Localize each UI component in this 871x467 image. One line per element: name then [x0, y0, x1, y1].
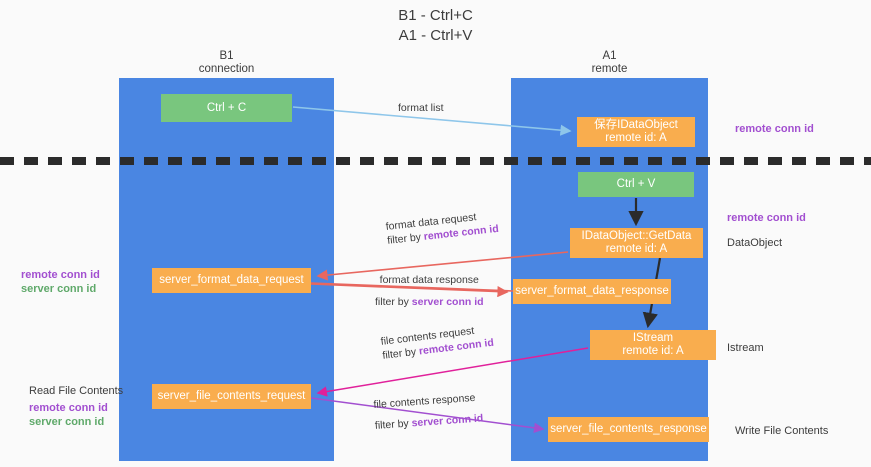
arrow-format-data-request [316, 251, 569, 281]
annotation-read-file-contents: Read File Contents [29, 384, 123, 398]
diagram-title: B1 - Ctrl+C A1 - Ctrl+V [0, 6, 871, 46]
box-ctrl-v-label: Ctrl + V [616, 178, 656, 190]
filter-prefix: filter by [375, 296, 412, 308]
arrow-format-data-response-tail [310, 282, 514, 292]
column-header-b1-name: B1 [219, 50, 234, 62]
annotation-remote-conn-id-text: remote conn id [21, 269, 100, 281]
box-server-file-contents-response-label: server_file_contents_response [550, 423, 707, 435]
box-ctrl-c-label: Ctrl + C [206, 101, 247, 114]
title-line-2: A1 - Ctrl+V [398, 27, 473, 44]
annotation-remote-conn-id-text: remote conn id [735, 123, 814, 135]
box-server-file-contents-request-label: server_file_contents_request [157, 390, 306, 402]
annotation-remote-conn-id-middle: remote conn id [727, 211, 806, 225]
arrow-format-list [292, 106, 572, 136]
box-istream-line1: IStream [632, 332, 674, 344]
annotation-write-file-contents: Write File Contents [735, 424, 828, 438]
box-server-file-contents-request[interactable]: server_file_contents_request [152, 384, 311, 409]
edge-label-format-data-response: format data response filter by server co… [375, 273, 484, 309]
title-line-1: B1 - Ctrl+C [398, 7, 473, 24]
box-server-file-contents-response[interactable]: server_file_contents_response [548, 417, 709, 442]
dashed-divider [0, 157, 871, 165]
annotation-read-file-contents-text: Read File Contents [29, 385, 124, 397]
box-server-format-data-request-label: server_format_data_request [159, 274, 304, 286]
column-header-a1: A1 remote [511, 50, 708, 76]
edge-label-format-data-response-filter: filter by server conn id [375, 295, 484, 309]
annotation-server-conn-id-text: server conn id [21, 283, 97, 295]
box-istream[interactable]: IStream remote id: A [590, 330, 716, 360]
box-server-format-data-request[interactable]: server_format_data_request [152, 268, 311, 293]
edge-label-format-list-text: format list [398, 102, 444, 114]
annotation-remote-conn-id-text: remote conn id [29, 402, 108, 414]
box-idataobject-getdata-line1: IDataObject::GetData [581, 230, 692, 242]
arrow-format-data-response [310, 283, 509, 298]
column-header-b1: B1 connection [119, 50, 334, 76]
box-istream-line2: remote id: A [622, 345, 684, 357]
annotation-conn-ids-middle: remote conn id server conn id [21, 268, 100, 296]
column-header-a1-role: remote [591, 63, 628, 75]
box-server-format-data-response[interactable]: server_format_data_response [513, 279, 671, 304]
annotation-dataobject-text: DataObject [727, 237, 783, 249]
annotation-server-conn-id-text: server conn id [29, 416, 105, 428]
filter-key-server-conn-id: server conn id [411, 296, 484, 308]
box-save-idataobject-line2: remote id: A [605, 132, 667, 144]
annotation-conn-ids-bottom: remote conn id server conn id [29, 401, 108, 429]
box-server-format-data-response-label: server_format_data_response [515, 285, 669, 297]
edge-label-format-data-response-text: format data response [379, 274, 479, 286]
filter-prefix: filter by [374, 417, 413, 432]
annotation-write-file-contents-text: Write File Contents [735, 425, 829, 437]
box-ctrl-v[interactable]: Ctrl + V [578, 172, 694, 197]
annotation-istream-text: Istream [727, 342, 764, 354]
box-idataobject-getdata-line2: remote id: A [605, 243, 668, 255]
column-header-b1-role: connection [198, 63, 255, 75]
box-ctrl-c[interactable]: Ctrl + C [161, 94, 292, 122]
box-save-idataobject[interactable]: 保存IDataObject remote id: A [577, 117, 695, 147]
column-header-a1-name: A1 [602, 50, 617, 62]
filter-prefix: filter by [386, 230, 425, 247]
box-save-idataobject-line1: 保存IDataObject [594, 119, 678, 131]
edge-label-format-list: format list [398, 101, 444, 115]
annotation-dataobject: DataObject [727, 236, 782, 250]
annotation-remote-conn-id-top: remote conn id [735, 122, 814, 136]
arrow-file-contents-response [310, 397, 545, 434]
annotation-remote-conn-id-text: remote conn id [727, 212, 806, 224]
box-idataobject-getdata[interactable]: IDataObject::GetData remote id: A [570, 228, 703, 258]
arrow-file-contents-request [316, 347, 589, 397]
annotation-istream: Istream [727, 341, 764, 355]
